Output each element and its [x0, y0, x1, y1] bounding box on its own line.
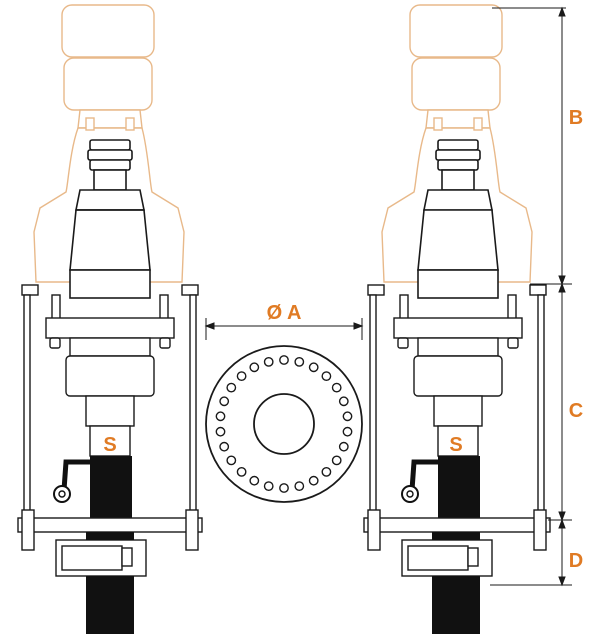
bolt-hole — [294, 481, 305, 491]
bolt-hole — [338, 441, 349, 452]
bolt-hole — [294, 356, 305, 367]
right-assembly — [363, 4, 551, 634]
bolt-hole — [215, 426, 226, 437]
right-insulator — [417, 139, 499, 299]
right-core — [401, 456, 480, 518]
dimension-c-label: C — [569, 400, 583, 422]
sensor-label-left: S — [103, 434, 116, 456]
bolt-hole — [342, 411, 353, 422]
bolt-hole — [219, 396, 230, 407]
bolt-hole — [321, 466, 332, 477]
dimension-b-label: B — [569, 107, 583, 129]
left-frame — [21, 284, 199, 516]
right-frame — [367, 284, 547, 516]
bolt-hole — [331, 455, 342, 466]
bolt-hole — [249, 475, 260, 486]
left-assembly — [17, 4, 203, 634]
flange — [205, 345, 363, 503]
bolt-hole — [249, 362, 260, 373]
right-shaft-top — [432, 532, 480, 540]
bolt-hole — [279, 355, 289, 365]
bolt-hole — [226, 455, 237, 466]
bolt-hole — [219, 441, 230, 452]
bolt-hole — [338, 396, 349, 407]
right-lower-frame — [363, 509, 551, 577]
bolt-hole — [279, 483, 289, 493]
flange-bore — [253, 393, 315, 455]
diameter-dimension — [204, 318, 364, 340]
flange-bolt-holes — [215, 355, 353, 493]
right-shaft — [432, 576, 480, 634]
left-shaft — [86, 576, 134, 634]
bolt-hole — [342, 426, 353, 437]
left-insulator — [69, 139, 151, 299]
bolt-hole — [236, 466, 247, 477]
sensor-label-right: S — [449, 434, 462, 456]
bolt-hole — [308, 362, 319, 373]
bolt-hole — [321, 371, 332, 381]
bolt-hole — [215, 411, 226, 422]
bolt-hole — [263, 356, 274, 367]
bolt-hole — [308, 475, 319, 486]
bolt-hole — [263, 481, 274, 491]
bolt-hole — [226, 382, 237, 393]
dimension-d-label: D — [569, 550, 583, 572]
height-dimensions — [490, 6, 572, 587]
bolt-hole — [236, 371, 247, 381]
diameter-label: Ø A — [267, 302, 302, 324]
left-shaft-top — [86, 532, 134, 540]
left-core — [53, 456, 132, 518]
left-lower-frame — [17, 509, 203, 577]
bolt-hole — [331, 382, 342, 393]
